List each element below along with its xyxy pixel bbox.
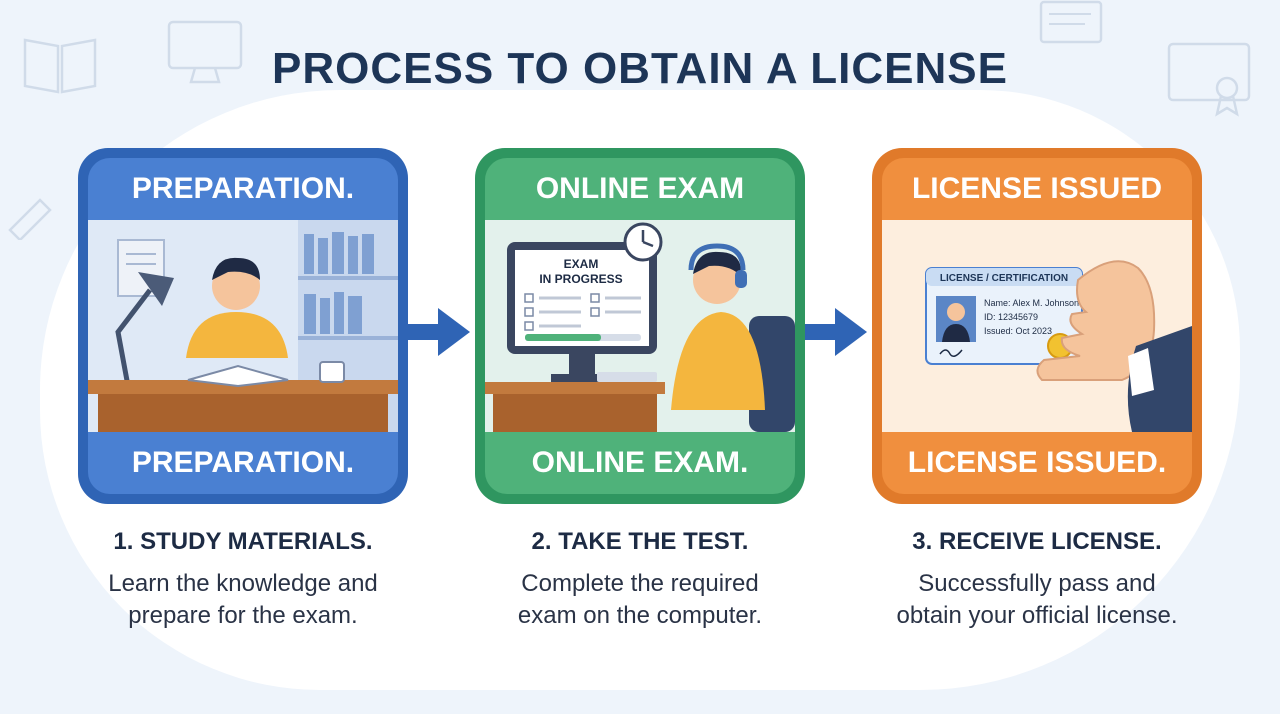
step-card-license-issued: LICENSE ISSUED LICENSE / CERTIFICATION N… — [872, 148, 1202, 504]
step-caption-2: 2. TAKE THE TEST. Complete the required … — [460, 528, 820, 632]
arrow-right-icon — [805, 308, 867, 356]
card-label-top: ONLINE EXAM — [485, 158, 795, 220]
step-card-preparation: PREPARATION. — [78, 148, 408, 504]
card-label-top: PREPARATION. — [88, 158, 398, 220]
step-heading: 1. STUDY MATERIALS. — [113, 528, 373, 555]
certificate-icon — [1167, 42, 1251, 117]
monitor-icon — [167, 20, 243, 84]
screen-text-exam: EXAM — [564, 257, 599, 271]
step-caption-1: 1. STUDY MATERIALS. Learn the knowledge … — [63, 528, 423, 632]
license-issued-date: Issued: Oct 2023 — [984, 326, 1052, 336]
card-label-bottom: LICENSE ISSUED. — [882, 432, 1192, 494]
step-caption-3: 3. RECEIVE LICENSE. Successfully pass an… — [857, 528, 1217, 632]
license-id: ID: 12345679 — [984, 312, 1038, 322]
card-label-bottom: PREPARATION. — [88, 432, 398, 494]
step-description-line: prepare for the exam. — [128, 602, 358, 629]
step-card-online-exam: ONLINE EXAM EXAM IN PROGRESS — [475, 148, 805, 504]
step-description-line: Successfully pass and — [918, 570, 1156, 597]
license-card: LICENSE / CERTIFICATION Name: Alex M. Jo… — [925, 267, 1083, 365]
document-icon — [1039, 0, 1103, 44]
step-description-line: Complete the required — [521, 570, 759, 597]
exam-scene: EXAM IN PROGRESS — [485, 220, 795, 432]
screen-text-progress: IN PROGRESS — [539, 272, 622, 286]
arrow-right-icon — [408, 308, 470, 356]
card-label-bottom: ONLINE EXAM. — [485, 432, 795, 494]
license-scene: LICENSE / CERTIFICATION Name: Alex M. Jo… — [882, 220, 1192, 432]
step-description-line: obtain your official license. — [896, 602, 1178, 629]
step-heading: 2. TAKE THE TEST. — [531, 528, 749, 555]
step-heading: 3. RECEIVE LICENSE. — [912, 528, 1162, 555]
step-description-line: exam on the computer. — [517, 602, 763, 629]
pencil-icon — [8, 198, 52, 240]
step-description-line: Learn the knowledge and — [108, 570, 378, 597]
study-scene — [88, 220, 398, 432]
book-icon — [23, 38, 97, 94]
card-label-top: LICENSE ISSUED — [882, 158, 1192, 220]
clock-icon — [623, 222, 663, 262]
license-header: LICENSE / CERTIFICATION — [940, 273, 1068, 284]
page-title: PROCESS TO OBTAIN A LICENSE — [272, 44, 1008, 93]
license-name: Name: Alex M. Johnson — [984, 298, 1079, 308]
